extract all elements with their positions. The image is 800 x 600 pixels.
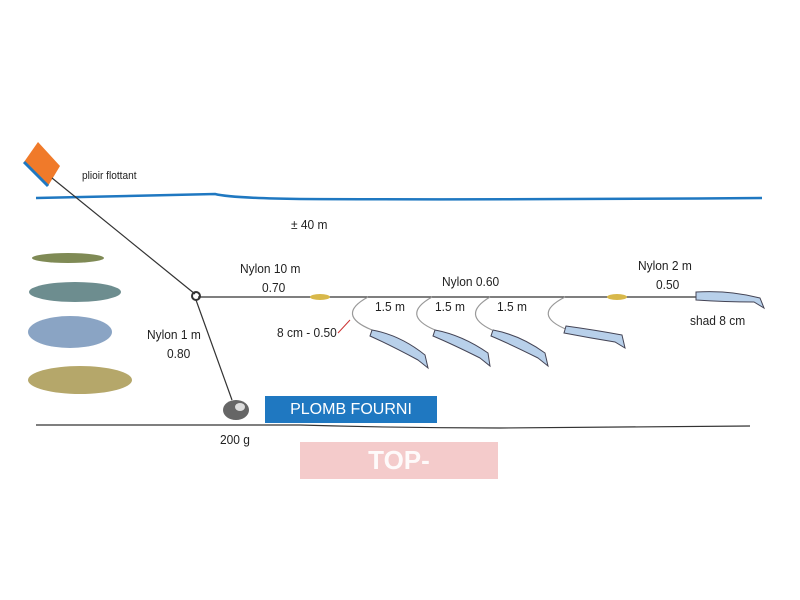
float-label: plioir flottant: [82, 170, 137, 182]
seabed-line: [36, 424, 751, 429]
fish-species-icons: [28, 253, 132, 394]
nylon-10m-diameter: 0.70: [262, 280, 286, 295]
watermark: TOP-FISHING.FR: [300, 442, 498, 512]
swivel-icon: [191, 291, 201, 301]
water-surface-line: [35, 192, 763, 201]
float-line: [51, 177, 196, 295]
weight-icon: [223, 400, 249, 420]
dropper-length-label: 1.5 m: [375, 299, 405, 314]
shad-lure-icon: [369, 291, 766, 370]
nylon-1m-diameter: 0.80: [167, 346, 191, 361]
snood-pointer: [337, 319, 351, 334]
shad-label: shad 8 cm: [690, 313, 746, 328]
depth-label: ± 40 m: [291, 217, 328, 232]
weight-label: 200 g: [220, 432, 250, 447]
nylon-060-label: Nylon 0.60: [442, 274, 500, 289]
weight-line: [195, 299, 233, 401]
bead-icon: [310, 294, 330, 300]
nylon-10m-label: Nylon 10 m: [240, 261, 301, 276]
nylon-2m-label: Nylon 2 m: [638, 258, 692, 273]
snood-label: 8 cm - 0.50: [277, 325, 337, 340]
bead-icon: [607, 294, 627, 300]
nylon-1m-label: Nylon 1 m: [147, 327, 201, 342]
nylon-2m-diameter: 0.50: [656, 277, 680, 292]
dropper-length-label: 1.5 m: [435, 299, 465, 314]
weight-supplied-badge: PLOMB FOURNI: [265, 396, 437, 423]
dropper-lines: [351, 296, 569, 331]
dropper-length-label: 1.5 m: [497, 299, 527, 314]
float-icon: [22, 142, 60, 188]
